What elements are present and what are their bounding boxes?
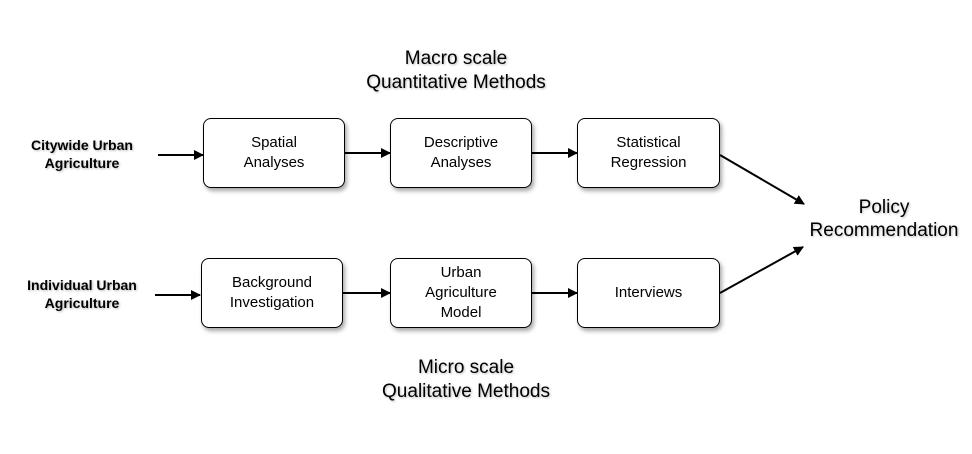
statistical-regression-line2: Regression [610,154,687,171]
background-investigation-line1: Background [231,274,313,291]
macro-scale-heading-line1: Macro scale [404,48,508,69]
spatial-analyses-line2: Analyses [243,154,305,171]
interviews-box: Interviews [577,258,720,328]
urban-agriculture-model-line1: Urban [440,264,482,281]
micro-scale-heading: Micro scale Qualitative Methods [350,356,582,404]
citywide-label-line2: Agriculture [44,155,120,171]
citywide-urban-agriculture-label: Citywide Urban Agriculture [14,136,150,172]
arrow-interviews-to-policy [719,246,804,294]
policy-line1: Policy [858,197,910,218]
statistical-regression-line1: Statistical [616,134,681,151]
background-investigation-box: Background Investigation [201,258,343,328]
descriptive-analyses-line2: Analyses [430,154,492,171]
policy-line2: Recommendation [809,220,959,241]
micro-scale-heading-line1: Micro scale [417,357,515,378]
descriptive-analyses-box: Descriptive Analyses [390,118,532,188]
citywide-label-line1: Citywide Urban [31,137,133,153]
statistical-regression-box: Statistical Regression [577,118,720,188]
macro-scale-heading: Macro scale Quantitative Methods [340,47,572,95]
micro-scale-heading-line2: Qualitative Methods [382,381,550,402]
macro-scale-heading-line2: Quantitative Methods [366,72,546,93]
interviews-line1: Interviews [614,284,683,301]
background-investigation-line2: Investigation [229,294,315,311]
spatial-analyses-line1: Spatial [251,134,297,151]
arrow-statistical-to-policy [719,154,805,205]
urban-agriculture-model-box: Urban Agriculture Model [390,258,532,328]
spatial-analyses-box: Spatial Analyses [203,118,345,188]
individual-urban-agriculture-label: Individual Urban Agriculture [12,276,152,312]
urban-agriculture-model-line3: Model [440,304,482,321]
individual-label-line1: Individual Urban [27,277,137,293]
descriptive-analyses-line1: Descriptive [423,134,499,151]
individual-label-line2: Agriculture [44,295,120,311]
urban-agriculture-model-line2: Agriculture [425,284,497,301]
policy-recommendation-label: Policy Recommendation [800,196,968,242]
